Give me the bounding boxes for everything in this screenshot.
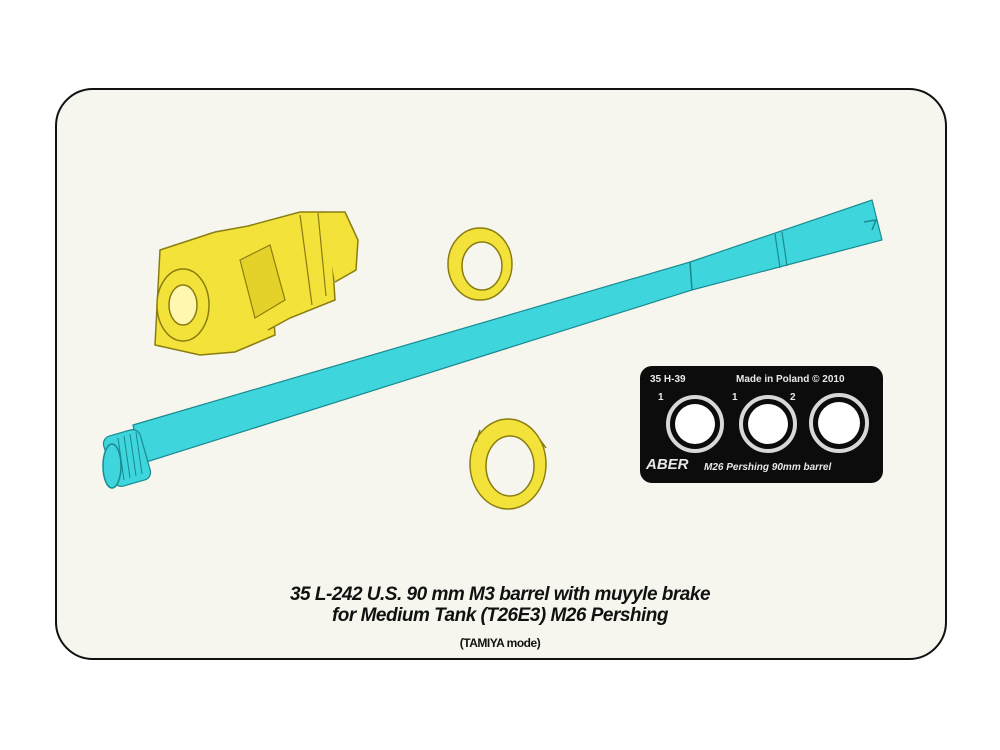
pe-product: M26 Pershing 90mm barrel bbox=[704, 462, 832, 473]
caption-line-3: (TAMIYA mode) bbox=[459, 636, 541, 650]
pe-ring-label-2: 1 bbox=[732, 392, 738, 403]
barrel-thread bbox=[102, 429, 152, 489]
pe-brand-logo: ABER bbox=[646, 456, 689, 473]
muzzle-brake bbox=[154, 211, 359, 356]
small-ring-upper bbox=[447, 227, 513, 301]
caption-line-2: for Medium Tank (T26E3) M26 Pershing bbox=[331, 605, 669, 626]
barrel bbox=[102, 199, 883, 489]
pe-ring-label-1: 1 bbox=[658, 392, 664, 403]
pe-code: 35 H-39 bbox=[650, 374, 686, 385]
pe-rings bbox=[666, 393, 869, 453]
barrel-muzzle-section bbox=[689, 199, 883, 291]
caption-line-1: 35 L-242 U.S. 90 mm M3 barrel with muyyl… bbox=[289, 584, 711, 605]
pe-origin: Made in Poland © 2010 bbox=[736, 374, 845, 385]
pe-ring-label-3: 2 bbox=[790, 392, 796, 403]
photo-etch-plate: 35 H-39 Made in Poland © 2010 1 1 2 ABER… bbox=[640, 366, 883, 483]
small-ring-lower bbox=[469, 418, 547, 510]
